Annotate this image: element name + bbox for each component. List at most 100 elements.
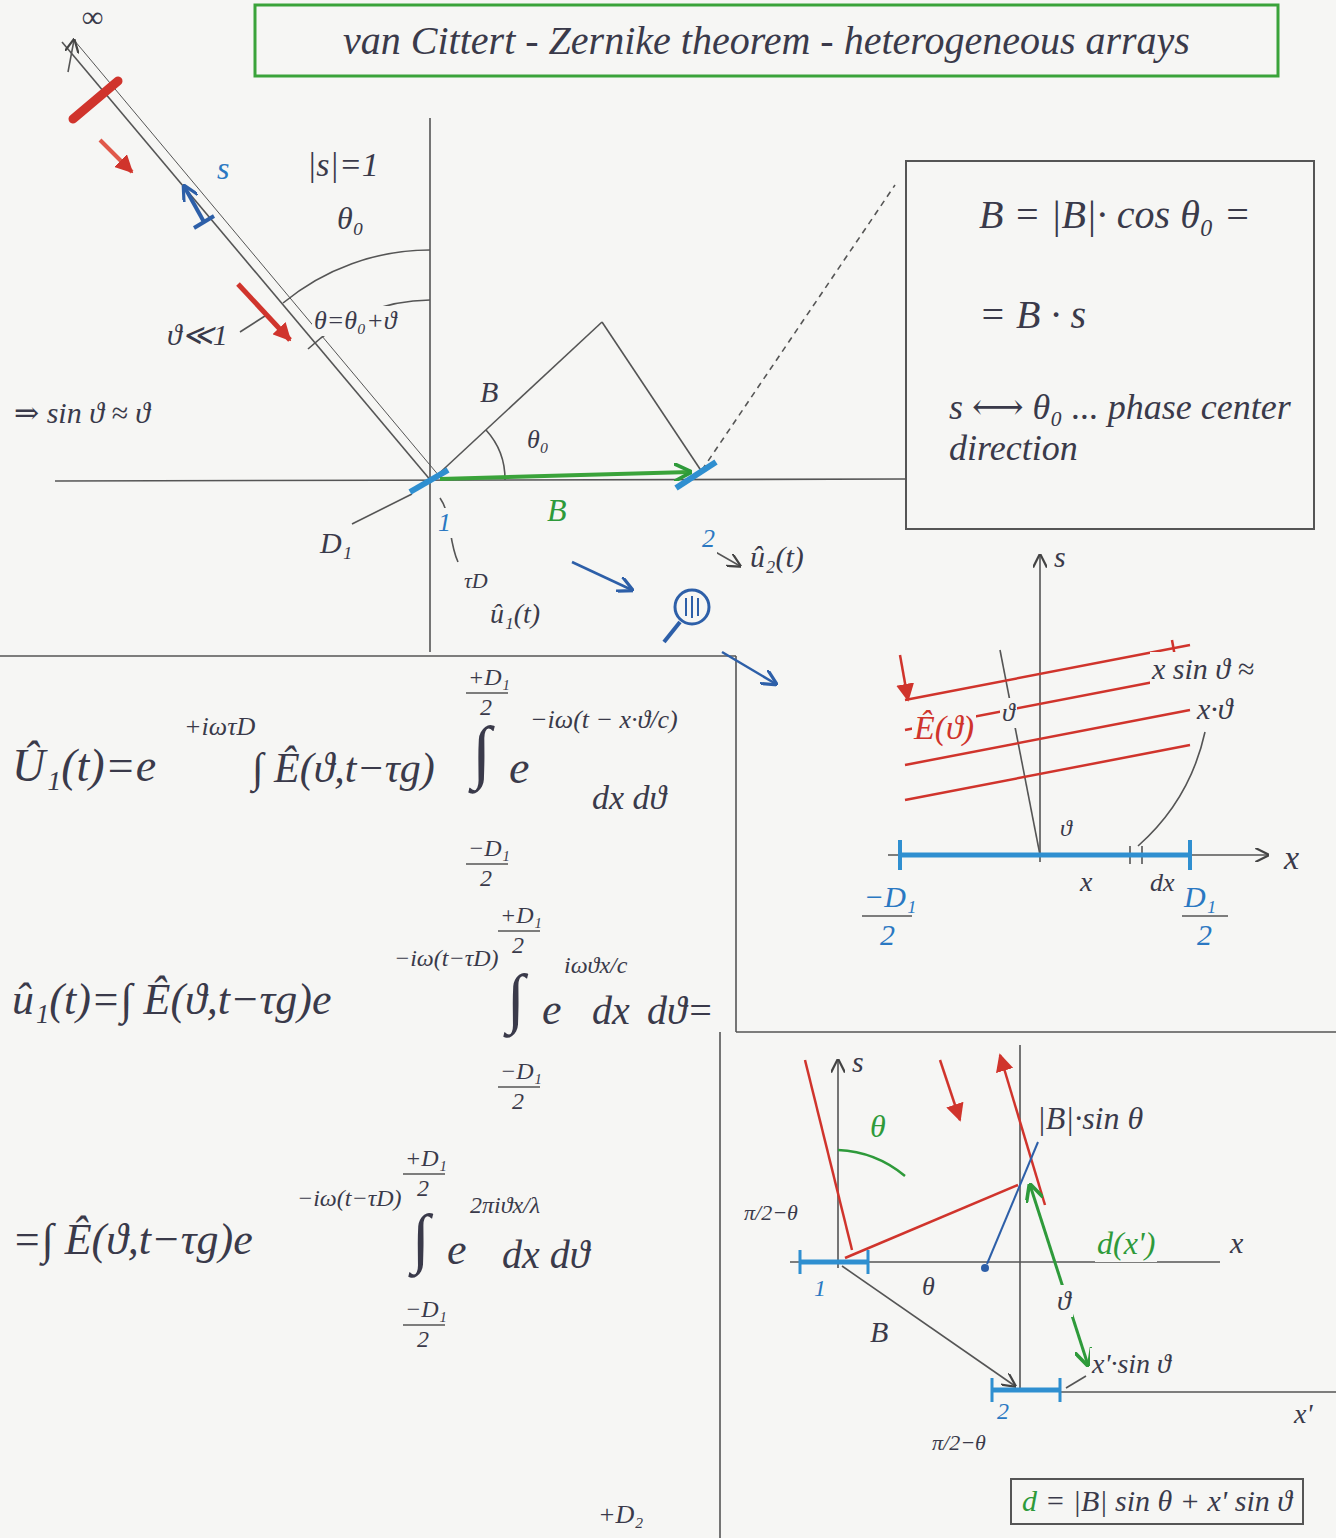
sketch-line	[940, 1060, 960, 1120]
note-label: 2	[415, 1175, 431, 1203]
note-label: |B|·sin θ	[1035, 1100, 1145, 1137]
sketch-line	[987, 1142, 1038, 1264]
sketch-line	[898, 840, 902, 870]
sketch-line	[691, 596, 693, 618]
note-label: x·ϑ	[1195, 692, 1235, 727]
box-text: s ⟷ θ₀ ... phase center direction	[947, 387, 1301, 470]
note-label: s	[850, 1045, 866, 1080]
sketch-line	[602, 322, 702, 472]
note-label: ∫ Ê(ϑ,t−τg)	[250, 744, 437, 792]
note-label: θ₀	[335, 200, 366, 237]
box-text: d	[1022, 1484, 1037, 1519]
sketch-line	[194, 216, 214, 228]
title-frame: van Cittert - Zernike theorem - heteroge…	[255, 5, 1278, 76]
note-label: dx dϑ	[590, 778, 668, 817]
note-label: e	[507, 742, 531, 795]
sketch-line	[685, 598, 687, 616]
sketch-line	[905, 745, 1190, 800]
sketch-line	[572, 562, 632, 590]
note-label: 2	[510, 1088, 526, 1116]
sketch-line	[719, 1032, 721, 1538]
note-label: 2πiϑx/λ	[468, 1192, 542, 1220]
sketch-line	[800, 1260, 868, 1265]
note-label: dx	[1148, 868, 1177, 898]
sketch-line	[352, 494, 412, 524]
sketch-line	[1019, 1045, 1021, 1390]
note-label: x'	[1292, 1398, 1314, 1430]
note-label: 1	[812, 1275, 828, 1303]
note-label: 2	[1195, 918, 1214, 953]
sketch-line	[68, 40, 74, 72]
sketch-line	[900, 853, 1190, 858]
sketch-line	[1039, 555, 1041, 862]
note-label: ϑ	[1055, 1285, 1073, 1317]
sketch-line	[862, 915, 912, 917]
sketch-line	[905, 645, 1190, 700]
sketch-line	[676, 462, 716, 488]
sketch-line	[410, 470, 448, 492]
sketch-line	[1030, 1185, 1088, 1365]
note-label: ϑ	[1058, 815, 1074, 843]
note-label: 2	[478, 865, 494, 893]
note-label: D₁	[1182, 880, 1218, 915]
note-label: iωϑx/c	[562, 952, 629, 980]
note-label: 2	[878, 918, 897, 953]
sketch-line	[805, 1060, 852, 1250]
note-label: π/2−θ	[930, 1430, 988, 1455]
note-label: ⇒ sin ϑ ≈ ϑ	[12, 396, 152, 431]
note-label: θ₀	[525, 425, 551, 455]
sketch-path	[838, 1150, 905, 1176]
sketch-circle	[981, 1264, 989, 1272]
note-label: x'·sin ϑ	[1090, 1348, 1173, 1380]
note-label: ∫	[410, 1200, 432, 1276]
note-label: dϑ=	[645, 988, 716, 1034]
sketch-line	[991, 1378, 994, 1402]
note-box: B = |B|· cos θ₀ == B · ss ⟷ θ₀ ... phase…	[905, 160, 1315, 530]
note-label: ϑ≪1	[165, 318, 230, 353]
note-label: d(x')	[1095, 1225, 1157, 1262]
note-label: s	[1052, 540, 1068, 575]
note-label: x	[1078, 866, 1094, 898]
note-label: +iωτD	[182, 712, 257, 742]
note-label: =∫ Ê(ϑ,t−τg)e	[10, 1215, 255, 1266]
sketch-g	[0, 40, 1336, 1538]
note-label: Û₁(t)=e	[10, 740, 158, 793]
note-label: 2	[995, 1398, 1011, 1426]
note-label: û₂(t)	[748, 540, 806, 575]
note-label: x	[1282, 838, 1301, 877]
sketch-line	[900, 655, 908, 700]
note-label: −D₁	[498, 1058, 544, 1086]
note-label: +D₁	[403, 1145, 449, 1173]
sketch-line	[429, 118, 431, 652]
note-label: ∫	[505, 960, 527, 1036]
sketch-path	[486, 430, 505, 480]
note-label: +D₁	[498, 902, 544, 930]
note-label: 2	[478, 694, 494, 722]
note-label: −D₁	[403, 1296, 449, 1324]
note-label: s	[215, 150, 231, 187]
sketch-line	[837, 1060, 839, 1268]
sketch-line	[992, 1388, 1060, 1393]
note-label: D₁	[318, 526, 354, 561]
note-label: dx dϑ	[500, 1232, 591, 1278]
note-label: x sin ϑ ≈	[1150, 652, 1256, 687]
note-label: 2	[510, 932, 526, 960]
sketch-line	[100, 140, 132, 172]
box-text: = B · s	[977, 292, 1088, 338]
sketch-line	[888, 854, 1268, 856]
note-box: d= |B| sin θ + x' sin ϑ	[1010, 1478, 1304, 1525]
sketch-line	[845, 1185, 1018, 1258]
sketch-line	[842, 1266, 1015, 1386]
note-label: û₁(t)=∫ Ê(ϑ,t−τg)e	[10, 975, 334, 1026]
sketch-line	[73, 81, 118, 119]
note-label: B	[545, 492, 569, 529]
sketch-line	[0, 655, 736, 657]
sketch-line	[1060, 1391, 1336, 1393]
note-label: ϑ	[1000, 698, 1017, 728]
sketch-line	[440, 472, 690, 479]
sketch-line	[736, 1031, 1336, 1033]
note-label: −iω(t−τD)	[295, 1185, 404, 1213]
sketch-g	[73, 81, 1190, 1402]
note-label: Ê(ϑ)	[912, 708, 976, 747]
